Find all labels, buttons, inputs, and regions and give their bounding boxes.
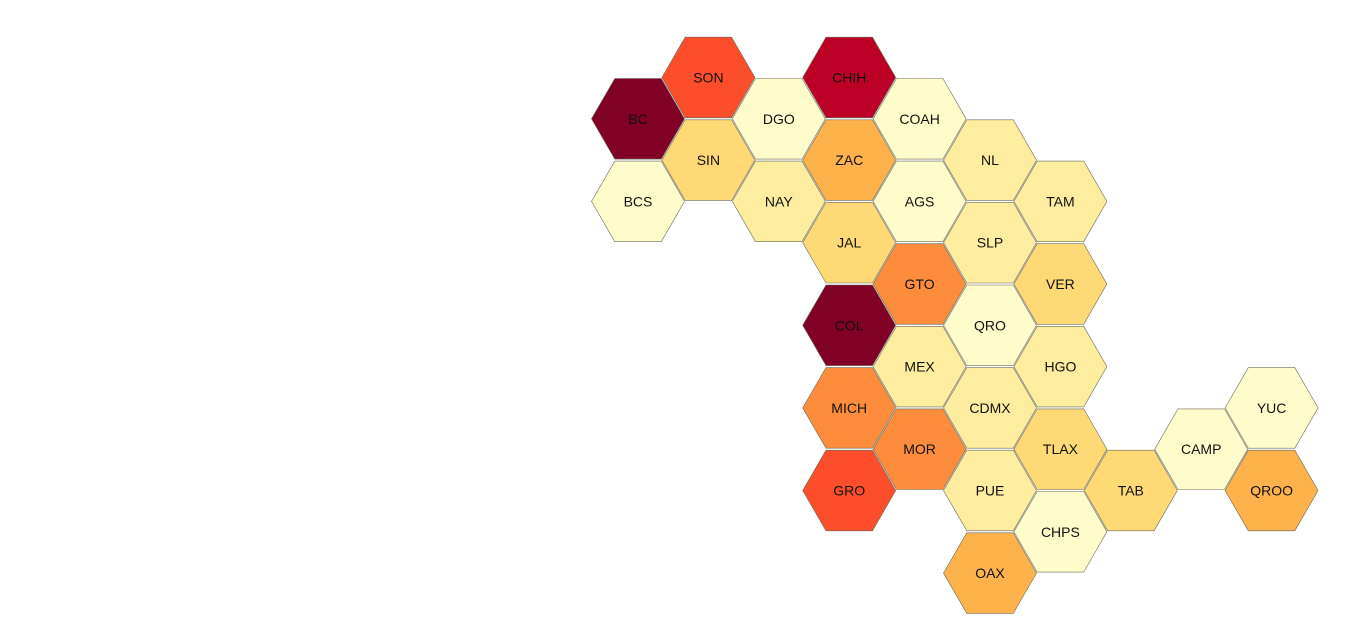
state-hex-shape[interactable]: [872, 78, 967, 160]
state-hex-shape[interactable]: [1083, 449, 1178, 532]
state-hex-shape[interactable]: [872, 408, 967, 490]
state-hex-shape[interactable]: [802, 284, 897, 366]
state-hex-shape[interactable]: [731, 78, 826, 160]
state-hex-shape[interactable]: [802, 449, 897, 532]
state-hex-shape[interactable]: [1013, 325, 1108, 408]
state-hex-shape[interactable]: [1013, 243, 1108, 325]
state-hex-shape[interactable]: [872, 325, 967, 408]
state-hex-shape[interactable]: [943, 367, 1037, 449]
state-hex-shape[interactable]: [802, 367, 897, 449]
state-hex-shape[interactable]: [802, 202, 897, 284]
state-hex-shape[interactable]: [731, 160, 826, 242]
state-hex-shape[interactable]: [943, 449, 1037, 532]
state-hex-shape[interactable]: [802, 119, 897, 201]
state-hex-shape[interactable]: [802, 36, 897, 119]
state-hex-shape[interactable]: [591, 160, 685, 242]
state-hex-shape[interactable]: [591, 78, 685, 160]
state-hex-shape[interactable]: [1154, 408, 1249, 490]
state-hex-shape[interactable]: [872, 160, 967, 242]
state-hex-shape[interactable]: [661, 119, 756, 201]
state-hex-shape[interactable]: [943, 202, 1037, 284]
state-hex-shape[interactable]: [1224, 367, 1319, 449]
state-hex-shape[interactable]: [943, 284, 1037, 366]
state-hex-shape[interactable]: [1013, 160, 1108, 242]
state-hex-shape[interactable]: [1013, 491, 1108, 573]
state-hex-shape[interactable]: [872, 243, 967, 325]
state-hex-shape[interactable]: [943, 119, 1037, 201]
state-hex-shape[interactable]: [661, 36, 756, 119]
state-hex-shape[interactable]: [1224, 449, 1319, 532]
state-hex-shape[interactable]: [1013, 408, 1108, 490]
state-hex-shape[interactable]: [943, 532, 1037, 614]
